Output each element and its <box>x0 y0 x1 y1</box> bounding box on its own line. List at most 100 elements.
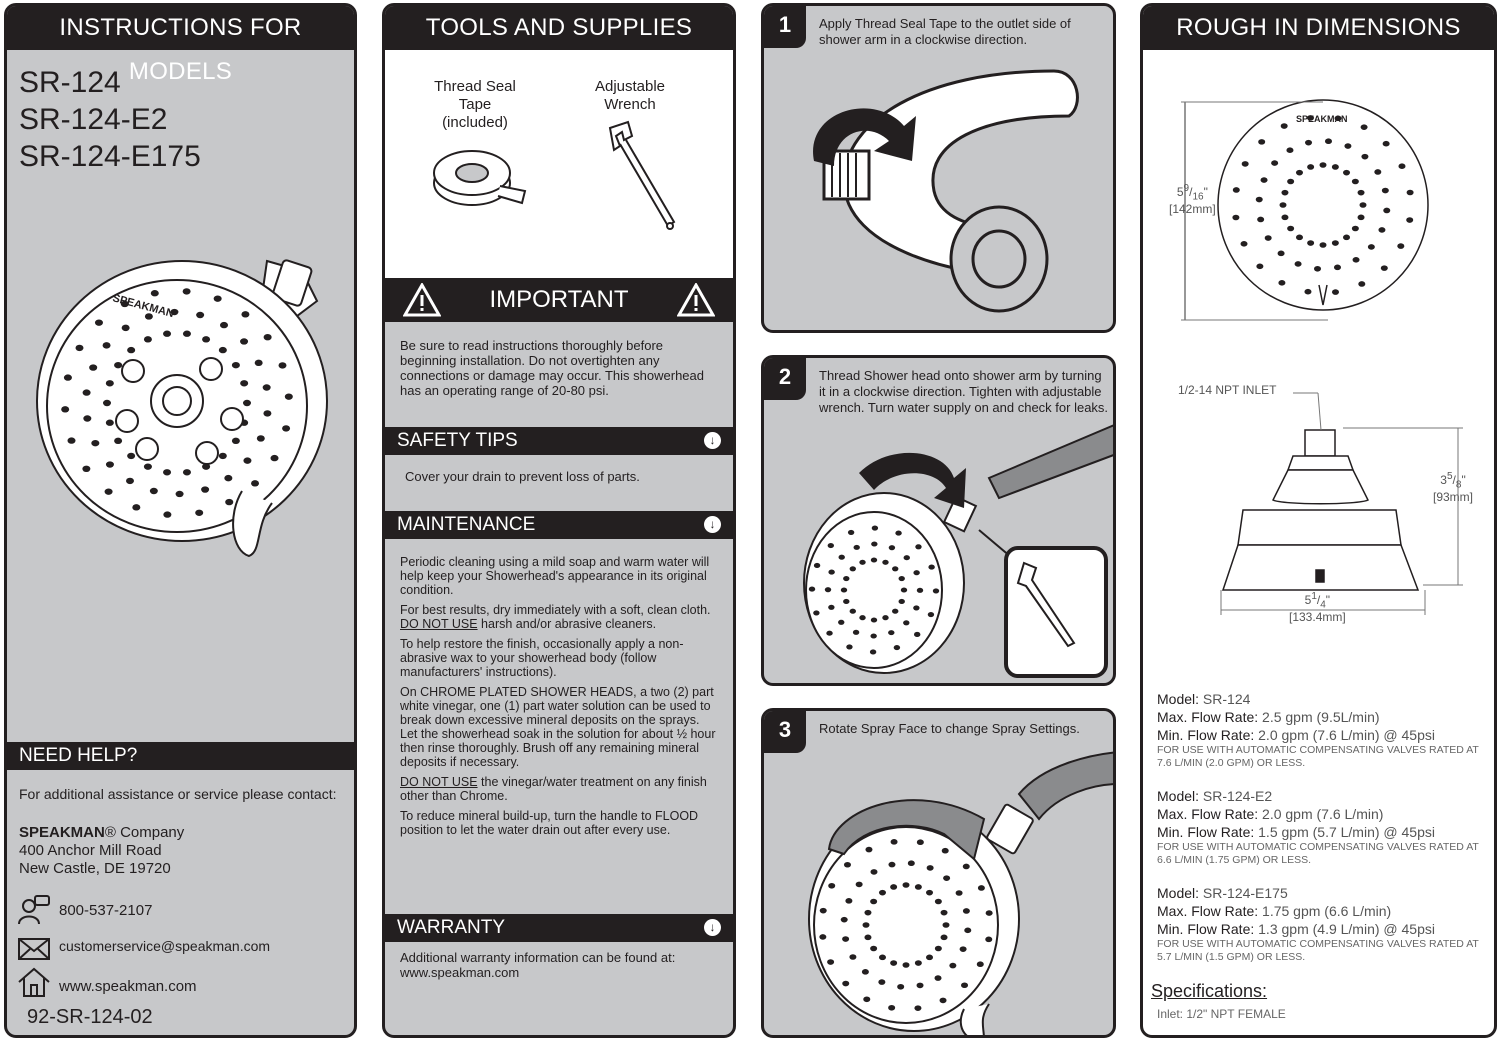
nozzle-dot <box>105 461 114 468</box>
dim-inch-mark: " <box>1325 593 1331 607</box>
nozzle-dot <box>1281 189 1289 196</box>
nozzle-dot <box>243 399 251 407</box>
email-link[interactable]: customerservice@speakman.com <box>59 938 271 954</box>
nozzle-dot <box>878 979 886 985</box>
spec-label: Min. Flow Rate: <box>1157 921 1255 937</box>
website-link[interactable]: www.speakman.com <box>59 978 197 995</box>
nozzle-dot <box>928 564 935 570</box>
help-intro: For additional assistance or service ple… <box>19 786 337 802</box>
tools-panel: TOOLS AND SUPPLIES Thread Seal Tape (inc… <box>382 3 736 1038</box>
nozzle-dot <box>827 959 835 965</box>
nozzle-dot <box>934 945 942 952</box>
company-suffix: ® Company <box>104 824 185 841</box>
nozzle-dot <box>840 916 848 923</box>
nozzle-dot <box>926 865 934 871</box>
nozzle-dot <box>213 295 222 302</box>
phone-number[interactable]: 800-537-2107 <box>59 902 153 919</box>
nozzle-dot <box>916 982 924 989</box>
nozzle-dot <box>882 559 889 565</box>
nozzle-dot <box>934 898 942 905</box>
nozzle-dot <box>150 290 159 297</box>
maintenance-para: To reduce mineral build-up, turn the han… <box>400 809 699 837</box>
nozzle-dot <box>916 839 924 846</box>
company-brand: SPEAKMAN <box>19 824 105 841</box>
nozzle-dot <box>67 437 76 444</box>
nozzle-dot <box>1307 164 1315 170</box>
nozzle-dot <box>890 884 898 890</box>
nozzle-dot <box>940 934 948 941</box>
warranty-link[interactable]: www.speakman.com <box>400 965 520 980</box>
nozzle-dot <box>895 530 902 536</box>
nozzle-dot <box>934 975 942 981</box>
nozzle-dot <box>105 419 114 426</box>
safety-text: Cover your drain to prevent loss of part… <box>405 469 640 484</box>
nozzle-dot <box>863 996 871 1003</box>
nozzle-dot <box>898 575 905 582</box>
nozzle-dot <box>1324 138 1332 145</box>
nozzle-dot <box>1398 163 1406 169</box>
nozzle-dot <box>1280 123 1288 129</box>
nozzle-dot <box>864 909 872 916</box>
nozzle-dot <box>942 922 950 928</box>
models-header: INSTRUCTIONS FOR MODELS <box>7 6 354 85</box>
warning-icon <box>677 283 715 317</box>
nozzle-dot <box>914 884 922 890</box>
maintenance-text: Periodic cleaning using a mild soap and … <box>400 555 720 837</box>
warranty-title: WARRANTY <box>397 917 506 938</box>
nozzle-dot <box>143 463 152 470</box>
spec-block: Model: SR-124 Max. Flow Rate: 2.5 gpm (9… <box>1157 690 1492 770</box>
nozzle-dot <box>903 620 910 626</box>
do-not-use-warning: DO NOT USE <box>400 775 478 789</box>
nozzle-dot <box>163 511 172 518</box>
nozzle-dot <box>1281 214 1289 221</box>
nozzle-dot <box>902 962 910 968</box>
spec-label: Model: <box>1157 788 1200 804</box>
nozzle-dot <box>926 954 934 961</box>
maintenance-para-part: For best results, dry immediately with a… <box>400 603 711 617</box>
nozzle-dot <box>1367 244 1375 250</box>
nozzle-dot <box>913 570 920 576</box>
nozzle-dot <box>859 615 866 621</box>
nozzle-dot <box>959 946 967 952</box>
nozzle-dot <box>1271 160 1279 166</box>
spec-label: Min. Flow Rate: <box>1157 824 1255 840</box>
nozzle-dot <box>843 861 851 868</box>
nozzle-dot <box>1359 202 1367 208</box>
warranty-line: Additional warranty information can be f… <box>400 950 676 965</box>
nozzle-dot <box>977 885 985 891</box>
step-3-panel: 3 Rotate Spray Face to change Spray Sett… <box>761 708 1116 1038</box>
nozzle-dot <box>893 645 901 651</box>
nozzle-dot <box>1241 161 1249 167</box>
maintenance-para: To help restore the finish, occasionally… <box>400 637 684 679</box>
nozzle-dot <box>94 319 103 326</box>
spec-value: 2.5 gpm (9.5L/min) <box>1262 709 1380 725</box>
spec-value: SR-124-E175 <box>1202 885 1288 901</box>
step-text: Apply Thread Seal Tape to the outlet sid… <box>819 16 1071 47</box>
step-text: Thread Shower head onto shower arm by tu… <box>819 368 1109 415</box>
nozzle-dot <box>897 983 905 990</box>
nozzle-dot <box>870 869 878 875</box>
nozzle-dot <box>1343 169 1351 176</box>
safety-tips-bar: SAFETY TIPS ↓ <box>385 427 733 455</box>
nozzle-dot <box>870 945 878 952</box>
warning-icon <box>403 283 441 317</box>
nozzle-dot <box>961 982 969 989</box>
document-number: 92-SR-124-02 <box>27 1006 153 1028</box>
nozzle-dot <box>175 490 184 498</box>
nozzle-dot <box>932 588 940 594</box>
nozzle-dot <box>241 311 250 318</box>
nozzle-dot <box>163 469 172 476</box>
dim-whole: 3 <box>1440 473 1447 487</box>
nozzle-dot <box>964 927 972 934</box>
spec-note: FOR USE WITH AUTOMATIC COMPENSATING VALV… <box>1157 744 1479 769</box>
nozzle-dot <box>196 311 205 319</box>
nozzle-dot <box>1294 261 1302 267</box>
nozzle-dot <box>907 860 915 867</box>
nozzle-dot <box>1351 225 1359 232</box>
nozzle-dot <box>202 336 211 343</box>
nozzle-dot <box>270 454 279 462</box>
nozzle-dot <box>939 997 947 1004</box>
nozzle-dot <box>1255 196 1263 203</box>
dim-denominator: 8 <box>1455 479 1462 491</box>
nozzle-dot <box>1351 178 1359 185</box>
